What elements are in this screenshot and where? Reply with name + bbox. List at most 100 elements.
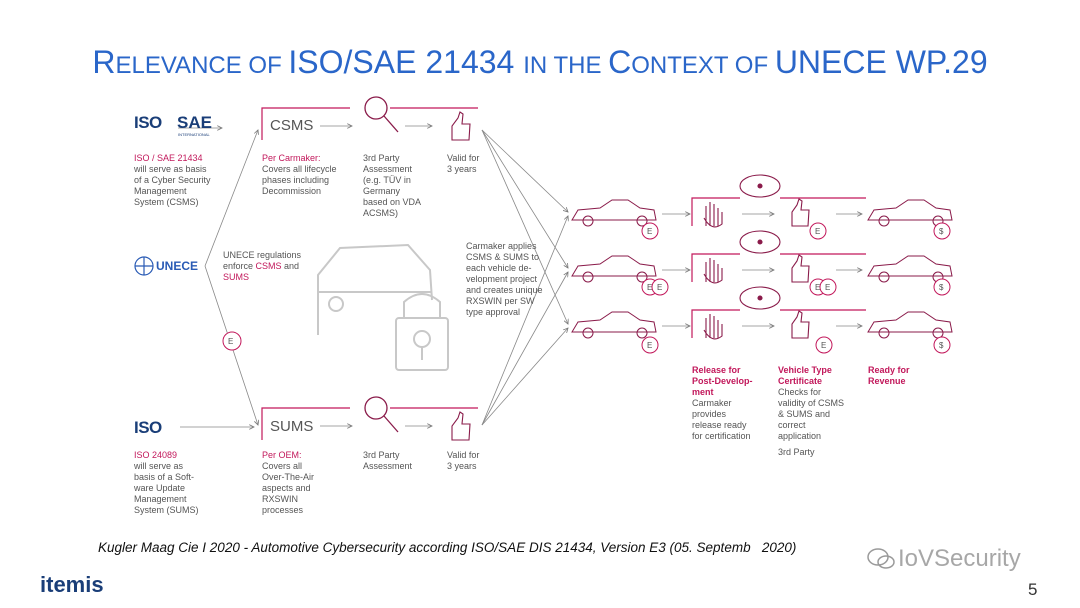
text-span: and xyxy=(281,261,300,271)
text-line: validity of CSMS xyxy=(778,398,845,408)
dollar-badge-icon xyxy=(933,222,951,354)
text-line: Assessment xyxy=(363,164,413,174)
text-line: Per OEM: xyxy=(262,450,302,460)
text-line: Assessment xyxy=(363,461,413,471)
text-line: (e.g. TÜV in xyxy=(363,175,411,185)
csms-valid: Valid for 3 years xyxy=(447,153,479,175)
sums-valid: Valid for 3 years xyxy=(447,450,479,472)
text-line: each vehicle de- xyxy=(466,263,532,273)
title-part: IN THE xyxy=(523,52,609,79)
unece-desc: UNECE regulations enforce CSMS and SUMS xyxy=(223,250,301,283)
text-line: Ready for xyxy=(868,365,910,375)
thumbs-up-icon xyxy=(451,111,810,441)
citation-text: Kugler Maag Cie I 2020 - Automotive Cybe… xyxy=(98,540,796,555)
e-badge-label: E xyxy=(815,283,821,292)
text-line: velopment project xyxy=(466,274,538,284)
csms-iso-desc: ISO / SAE 21434 will serve as basis of a… xyxy=(134,153,211,208)
carmaker-applies-desc: Carmaker applies CSMS & SUMS to each veh… xyxy=(466,241,543,318)
text-line: RXSWIN xyxy=(262,494,298,504)
text-line: & SUMS and xyxy=(778,409,831,419)
text-line: Checks for xyxy=(778,387,822,397)
text-line: correct xyxy=(778,420,806,430)
text-line: Certificate xyxy=(778,376,823,386)
title-part: R xyxy=(92,44,116,80)
text-line: Valid for xyxy=(447,450,480,460)
dollar-badge-label: $ xyxy=(939,341,944,350)
text-line: RXSWIN per SW xyxy=(466,296,535,306)
sae-logo: SAE xyxy=(177,113,212,132)
dollar-badge-label: $ xyxy=(939,227,944,236)
title-part: ISO/SAE 21434 xyxy=(288,44,524,80)
iso-logo: ISO xyxy=(134,113,162,132)
text-line: Management xyxy=(134,186,187,196)
e-badge-label: E xyxy=(815,227,821,236)
itemis-logo: itemis xyxy=(40,572,104,597)
e-badge-icon xyxy=(222,222,837,354)
sae-logo-sub: INTERNATIONAL xyxy=(178,132,210,137)
text-line: Over-The-Air xyxy=(262,472,315,482)
text-line: for certification xyxy=(692,431,751,441)
text-line: ISO / SAE 21434 xyxy=(134,153,203,163)
csms-box-label: CSMS xyxy=(270,117,314,134)
text-line: Valid for xyxy=(447,153,480,163)
text-line: and creates unique xyxy=(466,285,543,295)
car-lock-illustration xyxy=(317,243,449,371)
text-span: CSMS xyxy=(255,261,282,271)
csms-assessment: 3rd Party Assessment (e.g. TÜV in German… xyxy=(363,153,421,219)
text-line: Post-Develop- xyxy=(692,376,753,386)
vtc-stage-desc: Vehicle Type Certificate Checks for vali… xyxy=(778,365,844,458)
car-icon xyxy=(571,199,953,339)
text-line: will serve as xyxy=(134,461,184,471)
hand-icon xyxy=(703,202,723,340)
text-line: CSMS & SUMS to xyxy=(466,252,540,262)
text-line: SUMS xyxy=(223,272,250,282)
e-badge-label: E xyxy=(825,283,831,292)
text-line: Revenue xyxy=(868,376,906,386)
text-line: UNECE regulations xyxy=(223,250,302,260)
release-stage-desc: Release for Post-Develop- ment Carmaker … xyxy=(692,365,753,442)
csms-carmaker-desc: Per Carmaker: Covers all lifecycle phase… xyxy=(262,153,337,197)
text-line: basis of a Soft- xyxy=(134,472,195,482)
text-line: ISO 24089 xyxy=(134,450,178,460)
text-line: Per Carmaker: xyxy=(262,153,321,163)
wechat-icon xyxy=(867,548,895,569)
text-line: Covers all lifecycle xyxy=(262,164,337,174)
text-line: release ready xyxy=(692,420,747,430)
un-emblem-icon xyxy=(134,256,154,276)
text-span: enforce xyxy=(223,261,256,271)
connector-lines xyxy=(178,126,862,427)
text-line: of a Cyber Security xyxy=(134,175,211,185)
page-number: 5 xyxy=(1028,580,1038,599)
page-title: RELEVANCE OF ISO/SAE 21434 IN THE CONTEX… xyxy=(0,44,1080,81)
text-line: ware Update xyxy=(134,483,186,493)
sums-assessment: 3rd Party Assessment xyxy=(363,450,412,472)
text-line: provides xyxy=(692,409,727,419)
text-line: application xyxy=(778,431,822,441)
eye-icon xyxy=(739,174,781,310)
text-line: will serve as basis xyxy=(134,164,207,174)
e-badge-label: E xyxy=(228,337,234,346)
text-line: 3 years xyxy=(447,461,477,471)
text-line: Release for xyxy=(692,365,741,375)
text-line: phases including xyxy=(262,175,330,185)
text-line: Vehicle Type xyxy=(778,365,832,375)
text-line: 3rd Party xyxy=(778,447,815,457)
e-badge-label: E xyxy=(647,227,653,236)
citation-main: Kugler Maag Cie I 2020 - Automotive Cybe… xyxy=(98,540,751,555)
bracket-lines xyxy=(261,107,866,440)
e-badge-label: E xyxy=(647,341,653,350)
iso-logo: ISO xyxy=(134,418,162,437)
title-part: UNECE WP.29 xyxy=(774,44,988,80)
e-badge-label: E xyxy=(647,283,653,292)
watermark: IoVSecurity xyxy=(898,545,1021,572)
sums-box-label: SUMS xyxy=(270,418,314,435)
text-line: Carmaker applies xyxy=(466,241,537,251)
text-line: Covers all xyxy=(262,461,303,471)
ready-stage-desc: Ready for Revenue xyxy=(868,365,910,387)
title-part: ELEVANCE OF xyxy=(115,52,289,79)
unece-logo: UNECE xyxy=(156,259,199,273)
text-line: Management xyxy=(134,494,187,504)
text-line: 3rd Party xyxy=(363,153,400,163)
title-part: C xyxy=(608,44,632,80)
